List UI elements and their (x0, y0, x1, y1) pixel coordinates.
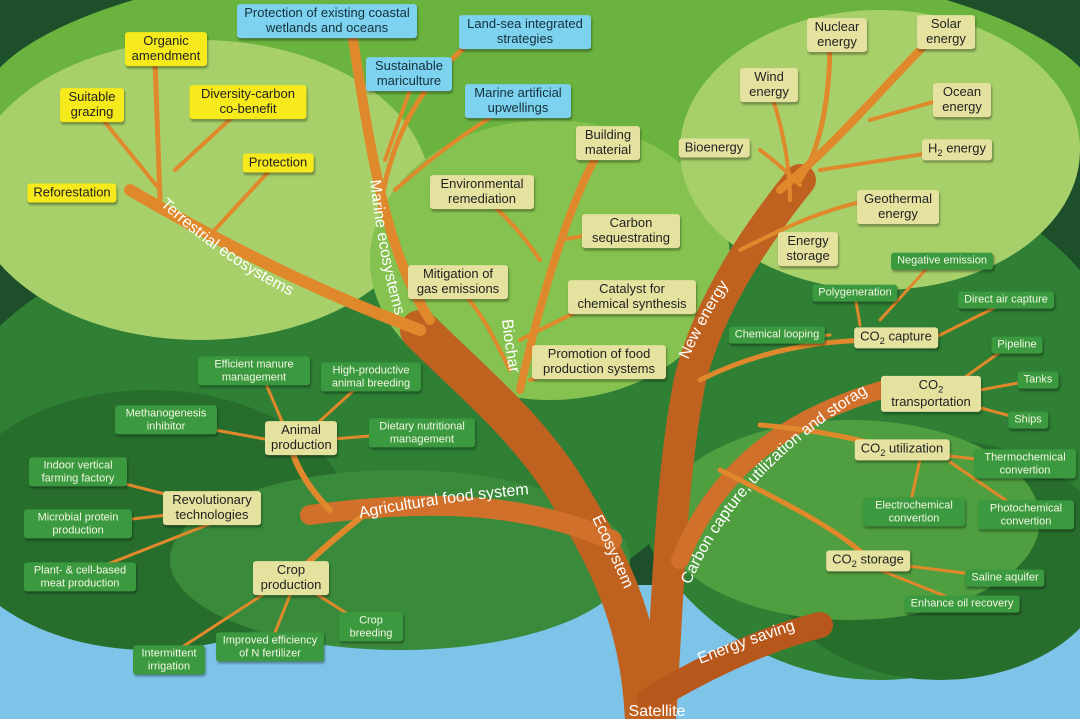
label-catalyst: Catalyst for chemical synthesis (568, 280, 696, 314)
label-methanogenesis: Methanogenesis inhibitor (115, 405, 217, 435)
label-plant-cell: Plant- & cell-based meat production (24, 562, 136, 592)
label-efficient-manure: Efficient manure management (198, 356, 310, 386)
label-indoor-vertical: Indoor vertical farming factory (29, 457, 127, 487)
label-solar-energy: Solar energy (917, 15, 975, 49)
label-nuclear-energy: Nuclear energy (807, 18, 867, 52)
label-polygeneration: Polygeneration (812, 284, 898, 302)
tree-trunk (300, 164, 909, 719)
label-h2-energy: H2 energy (922, 139, 992, 161)
label-thermochemical: Thermochemical convertion (974, 449, 1076, 479)
label-high-productive: High-productive animal breeding (321, 362, 421, 392)
label-microbial: Microbial protein production (24, 509, 132, 539)
label-negative-emission: Negative emission (891, 252, 993, 270)
label-co2-utilization: CO2 utilization (854, 439, 950, 461)
label-organic-amendment: Organic amendment (125, 32, 207, 66)
label-intermittent: Intermittent irrigation (133, 645, 205, 675)
label-diversity-carbon: Diversity-carbon co-benefit (189, 85, 307, 119)
label-land-sea: Land-sea integrated strategies (459, 15, 591, 49)
label-revolutionary: Revolutionary technologies (163, 491, 261, 525)
label-pipeline: Pipeline (991, 336, 1043, 354)
label-crop-breeding: Crop breeding (339, 612, 403, 642)
label-protection-wetlands: Protection of existing coastal wetlands … (237, 4, 417, 38)
label-crop-production: Crop production (253, 561, 329, 595)
branch-label-satellite: Satellite (629, 703, 686, 719)
label-animal-production: Animal production (265, 421, 337, 455)
label-promotion-food: Promotion of food production systems (532, 345, 666, 379)
label-saline-aquifer: Saline aquifer (965, 569, 1045, 587)
label-sustainable-mariculture: Sustainable mariculture (366, 57, 452, 91)
label-suitable-grazing: Suitable grazing (60, 88, 124, 122)
label-enhance-oil-recovery: Enhance oil recovery (904, 595, 1020, 613)
label-ships: Ships (1008, 411, 1048, 429)
label-tanks: Tanks (1017, 371, 1059, 389)
label-bioenergy: Bioenergy (678, 138, 750, 158)
label-dietary: Dietary nutritional management (369, 418, 475, 448)
label-direct-air-capture: Direct air capture (958, 291, 1054, 309)
label-electrochemical: Electrochemical convertion (863, 497, 965, 527)
label-geothermal-energy: Geothermal energy (857, 190, 939, 224)
label-carbon-sequestrating: Carbon sequestrating (582, 214, 680, 248)
label-co2-capture: CO2 capture (854, 327, 938, 349)
label-env-remediation: Environmental remediation (430, 175, 534, 209)
label-mitigation-gas: Mitigation of gas emissions (408, 265, 508, 299)
label-reforestation: Reforestation (27, 183, 117, 203)
label-chemical-looping: Chemical looping (728, 326, 826, 344)
label-wind-energy: Wind energy (740, 68, 798, 102)
label-energy-storage: Energy storage (778, 232, 838, 266)
label-building-material: Building material (576, 126, 640, 160)
label-improved-n: Improved efficiency of N fertilizer (216, 632, 324, 662)
label-ocean-energy: Ocean energy (933, 83, 991, 117)
label-co2-storage: CO2 storage (826, 550, 910, 572)
label-marine-upwellings: Marine artificial upwellings (465, 84, 571, 118)
label-photochemical: Photochemical convertion (978, 500, 1074, 530)
label-protection: Protection (242, 153, 314, 173)
